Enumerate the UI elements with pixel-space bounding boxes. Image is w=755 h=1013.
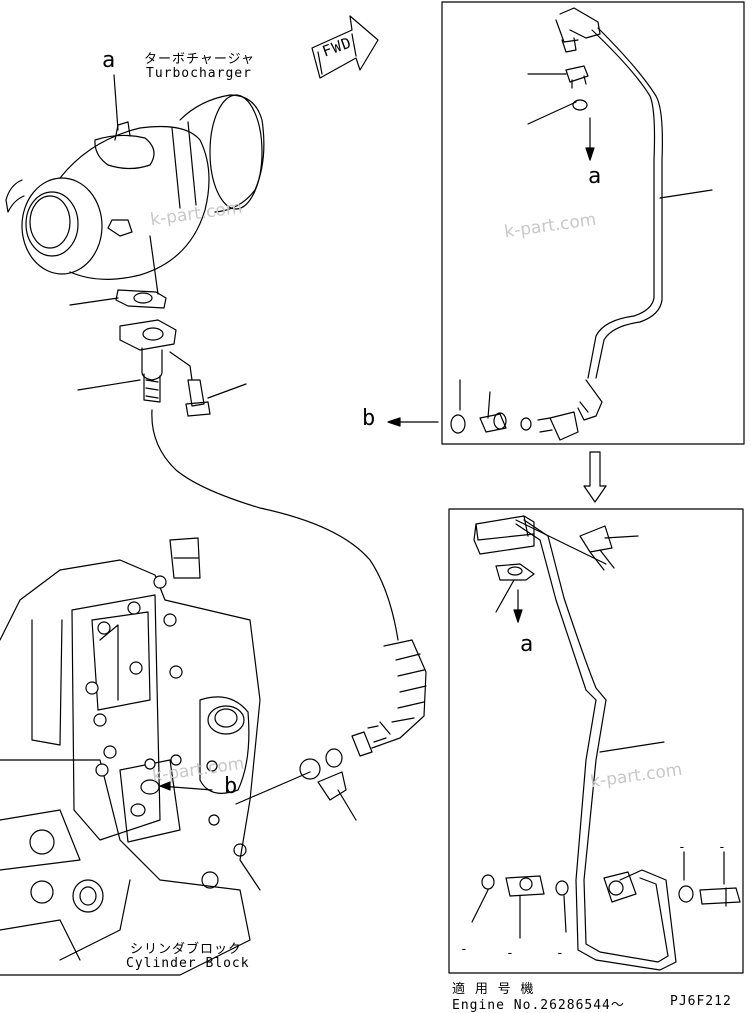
drawing-code: PJ6F212 (670, 994, 732, 1009)
applicability-label-jp: 適 用 号 機 (452, 982, 535, 997)
label-b-box: b (362, 406, 376, 431)
dash-mark-5: - (718, 840, 727, 855)
tube-assembly-new (473, 515, 741, 971)
fwd-arrow (311, 15, 379, 79)
label-a-box-bottom: a (520, 632, 534, 657)
dash-mark-4: - (678, 840, 687, 855)
bolt-upper (169, 351, 211, 417)
engine-number-label: Engine No.26286544～ (452, 998, 625, 1013)
adapter-flange (119, 319, 177, 403)
cylinder-block-label-en: Cylinder Block (126, 956, 250, 971)
gasket-upper (115, 289, 167, 309)
dash-mark-2: - (506, 946, 515, 961)
block-bolts (85, 575, 220, 826)
dash-mark-3: - (556, 946, 565, 961)
turbocharger-label-en: Turbocharger (146, 66, 252, 81)
turbocharger (5, 94, 265, 280)
label-a-turbo: a (102, 48, 116, 73)
dash-mark-1: - (460, 942, 469, 957)
label-b-block: b (224, 774, 238, 799)
turbocharger-label-jp: ターボチャージャ (144, 52, 255, 67)
transition-arrow (583, 451, 607, 503)
label-a-box-top: a (588, 164, 602, 189)
tube-assembly-old (450, 7, 663, 441)
flex-hose (351, 639, 427, 757)
cylinder-block-label-jp: シリンダブロック (130, 942, 243, 957)
